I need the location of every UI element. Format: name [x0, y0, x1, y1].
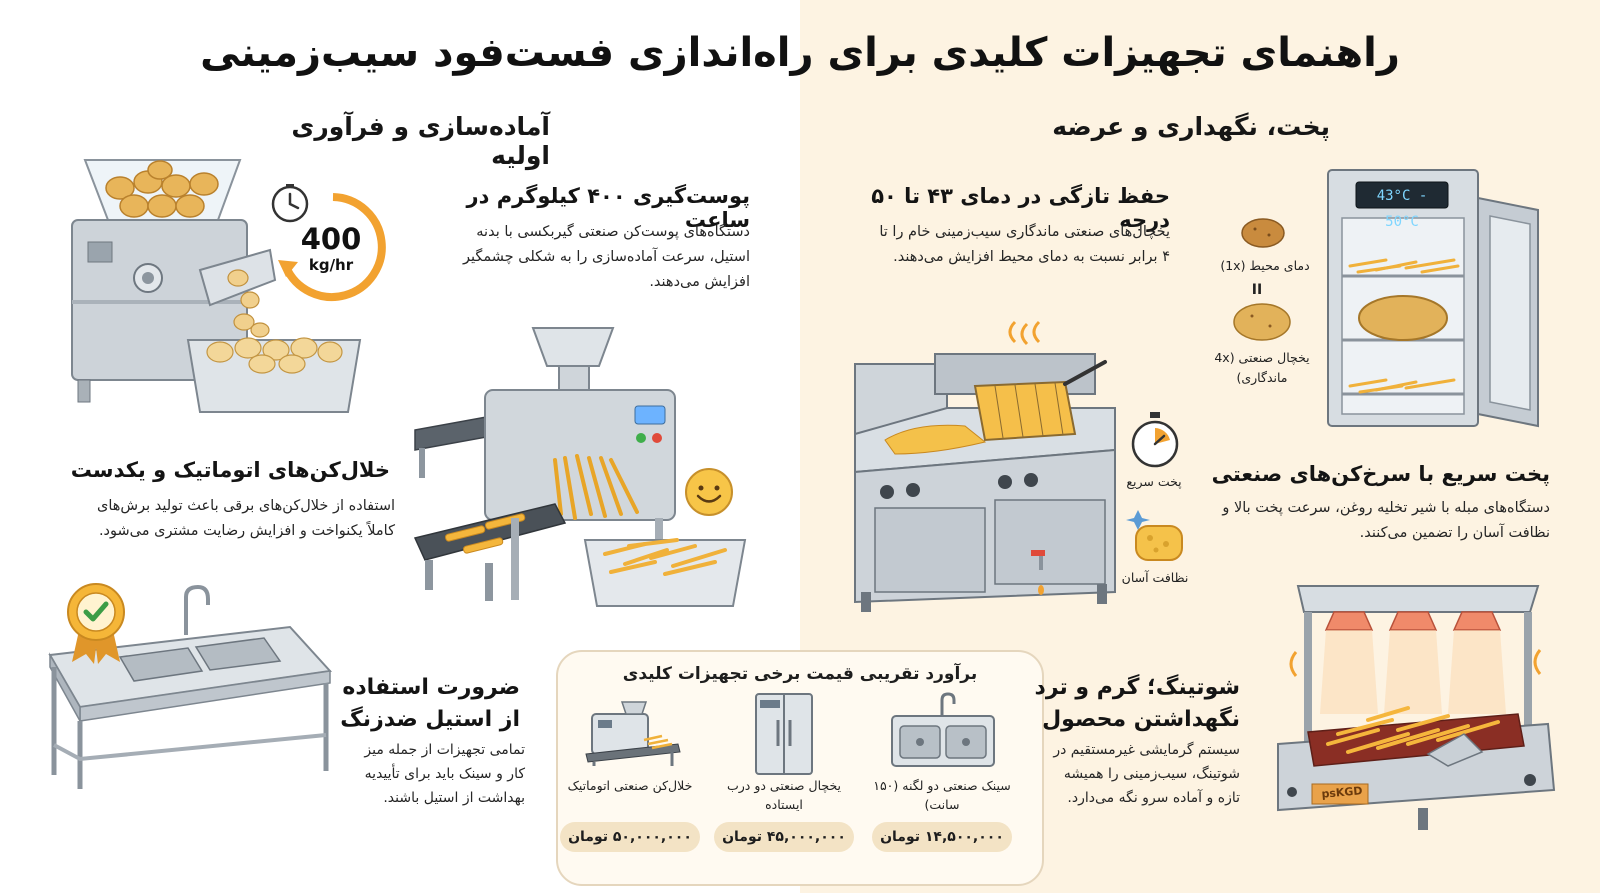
- approval-badge-icon: [67, 583, 125, 664]
- left-section-heading: آماده‌سازی و فرآوری اولیه: [291, 112, 550, 170]
- peeler-capacity-value: 400: [300, 222, 362, 256]
- price-item-name: خلال‌کن صنعتی اتوماتیک: [567, 778, 693, 793]
- fryer-title: پخت سریع با سرخ‌کن‌های صنعتی: [1211, 462, 1550, 486]
- equals-sign: II: [1251, 282, 1263, 298]
- price-panel-title: برآورد تقریبی قیمت برخی تجهیزات کلیدی: [622, 664, 978, 684]
- peeler-capacity-unit: kg/hr: [308, 256, 354, 274]
- industrial-fridge-illustration: [1327, 169, 1539, 428]
- sponge-icon: [1126, 510, 1183, 561]
- cutter-icon: [585, 701, 681, 766]
- clock-icon: [271, 184, 386, 301]
- fry-warmer-station-illustration: [1277, 585, 1556, 830]
- price-item-value: ۱۴,۵۰۰,۰۰۰ تومان: [872, 822, 1012, 852]
- sink-icon: [891, 692, 995, 767]
- fryer-body: دستگاه‌های مبله با شیر تخلیه روغن، سرعت …: [1222, 500, 1550, 541]
- fridge-label: یخچال صنعتی (4x ماندگاری): [1214, 350, 1310, 385]
- ambient-label: دمای محیط (1x): [1220, 258, 1310, 273]
- cutter-body: استفاده از خلال‌کن‌های برقی باعث تولید ب…: [96, 498, 395, 539]
- page-title: راهنمای تجهیزات کلیدی برای راه‌اندازی فس…: [200, 30, 1400, 76]
- steel-body: تمامی تجهیزات از جمله میز کار و سینک بای…: [364, 742, 525, 806]
- fridge-temperature-display: 43°C - 50°C: [1376, 188, 1428, 230]
- fridge-title: حفظ تازگی در دمای ۴۳ تا ۵۰ درجه: [871, 184, 1170, 232]
- stopwatch-icon: [1131, 412, 1179, 468]
- peeler-machine-illustration: [71, 159, 362, 413]
- price-item-value: ۴۵,۰۰۰,۰۰۰ تومان: [714, 822, 854, 852]
- fast-cook-label: پخت سریع: [1126, 474, 1182, 489]
- price-item-name: یخچال صنعتی دو درب ایستاده: [726, 778, 841, 812]
- fry-cutter-machine-illustration: [413, 327, 747, 607]
- warmer-body: سیستم گرمایشی غیرمستقیم در شوتینگ، سیب‌ز…: [1053, 742, 1240, 806]
- right-section-heading: پخت، نگهداری و عرضه: [1052, 112, 1330, 141]
- easy-clean-label: نظافت آسان: [1121, 570, 1189, 585]
- warmer-title: شوتینگ؛ گرم و ترد نگهداشتن محصول: [1034, 675, 1240, 732]
- peeler-title: پوست‌گیری ۴۰۰ کیلوگرم در ساعت: [466, 184, 750, 232]
- fridge-body: یخچال‌های صنعتی ماندگاری سیب‌زمینی خام ر…: [879, 224, 1170, 265]
- steel-sink-table-illustration: [48, 584, 333, 789]
- steel-title: ضرورت استفاده از استیل ضدزنگ: [340, 675, 520, 732]
- cutter-title: خلال‌کن‌های اتوماتیک و یکدست: [70, 458, 390, 482]
- smiley-icon: [685, 468, 733, 516]
- potato-fridge-icon: [1233, 303, 1291, 341]
- potato-ambient-icon: [1241, 218, 1285, 248]
- price-item-name: سینک صنعتی دو لگنه (۱۵۰ سانت): [873, 778, 1011, 812]
- fridge-icon: [755, 693, 813, 775]
- deep-fryer-illustration: [854, 320, 1116, 612]
- price-estimate-panel: برآورد تقریبی قیمت برخی تجهیزات کلیدی سی…: [556, 650, 1044, 886]
- price-item-value: ۵۰,۰۰۰,۰۰۰ تومان: [560, 822, 700, 852]
- peeler-body: دستگاه‌های پوست‌کن صنعتی گیربکسی با بدنه…: [462, 224, 750, 290]
